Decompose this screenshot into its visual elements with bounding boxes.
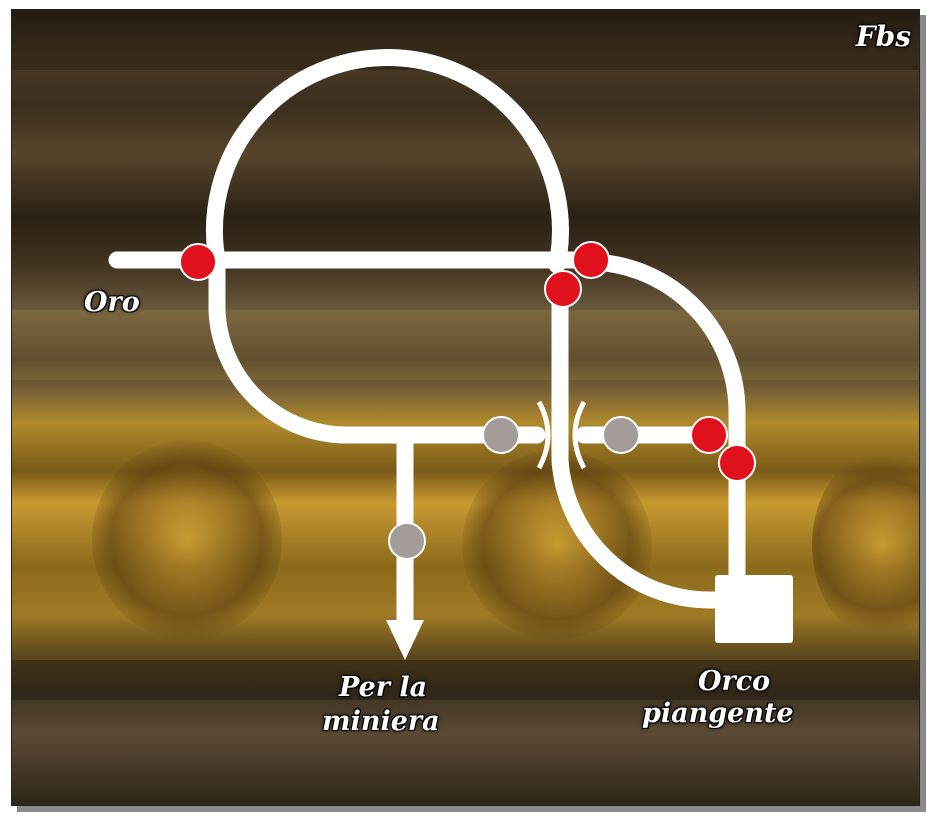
destination-square	[715, 575, 793, 643]
red-node	[545, 271, 581, 307]
gray-node	[483, 417, 519, 453]
red-node	[180, 244, 216, 280]
red-node	[719, 445, 755, 481]
map-frame: Fbs Oro Per la miniera Orco piangente	[11, 9, 920, 806]
loop-track	[214, 58, 560, 435]
mine-label-line1: Per la	[339, 673, 427, 703]
gray-node	[603, 417, 639, 453]
track-map	[12, 10, 919, 805]
mine-label-line2: miniera	[322, 707, 440, 737]
start-dot	[109, 252, 125, 268]
start-label: Oro	[84, 288, 140, 318]
destination-label-line1: Orco	[698, 667, 770, 697]
signature-label: Fbs	[856, 22, 911, 52]
destination-label-line2: piangente	[642, 699, 794, 729]
red-node	[573, 242, 609, 278]
gray-node	[389, 523, 425, 559]
red-node	[691, 417, 727, 453]
arrow-down-icon	[386, 620, 424, 660]
